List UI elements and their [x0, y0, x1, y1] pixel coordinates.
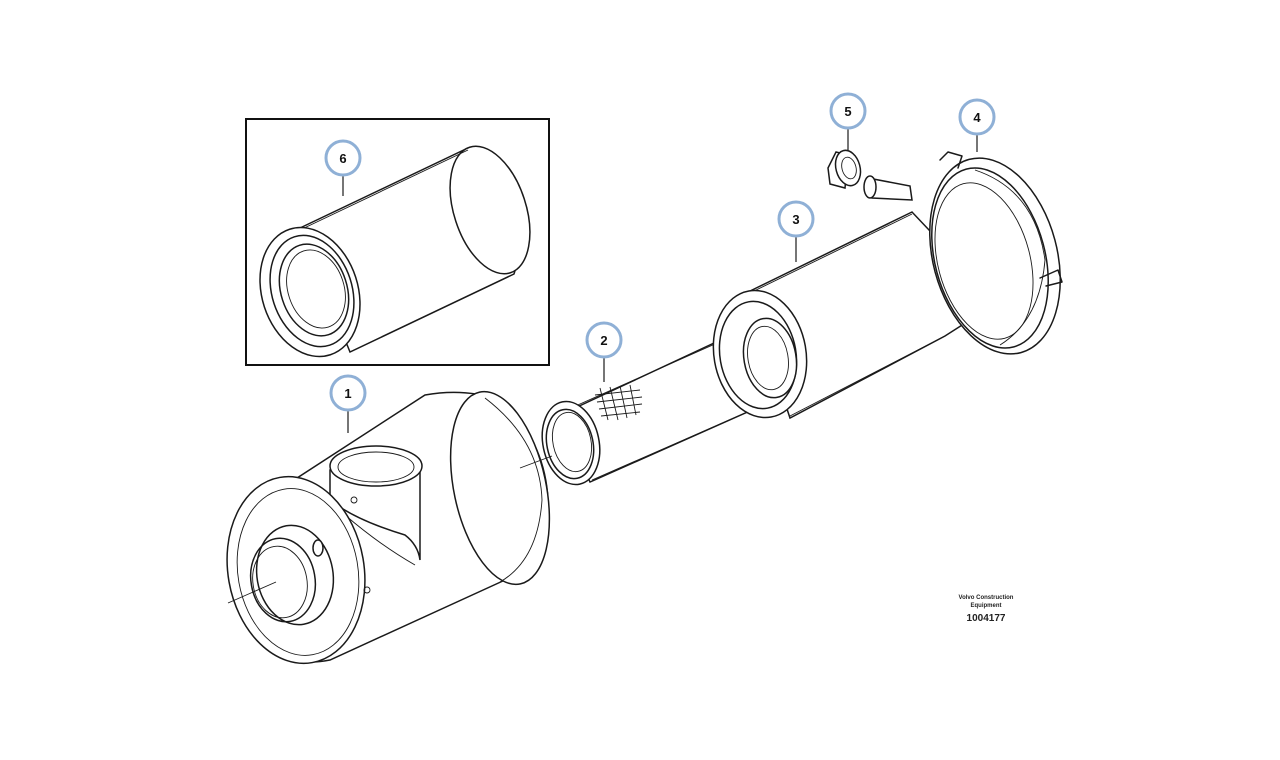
callout-4: 4 — [958, 98, 996, 152]
inset-box-part-6 — [245, 118, 550, 366]
svg-text:1: 1 — [344, 386, 351, 401]
part-code: 1004177 — [967, 613, 1006, 624]
callout-5: 5 — [829, 92, 867, 150]
svg-text:2: 2 — [600, 333, 607, 348]
callout-3: 3 — [777, 200, 815, 262]
part-3-cylinder — [712, 211, 971, 420]
callout-1: 1 — [329, 374, 367, 433]
brand-line-2: Equipment — [971, 603, 1002, 609]
callout-6: 6 — [324, 139, 362, 196]
svg-text:5: 5 — [844, 104, 851, 119]
filter-mesh — [594, 384, 643, 421]
callout-2: 2 — [585, 321, 623, 382]
part-5-valve — [827, 149, 913, 201]
brand-block: Volvo Construction Equipment 1004177 — [959, 595, 1014, 624]
brand-line-1: Volvo Construction — [959, 595, 1014, 601]
svg-text:3: 3 — [792, 212, 799, 227]
svg-text:6: 6 — [339, 151, 346, 166]
part-1-housing — [226, 390, 551, 665]
svg-text:4: 4 — [973, 110, 981, 125]
part-4-end-cover — [929, 151, 1063, 355]
